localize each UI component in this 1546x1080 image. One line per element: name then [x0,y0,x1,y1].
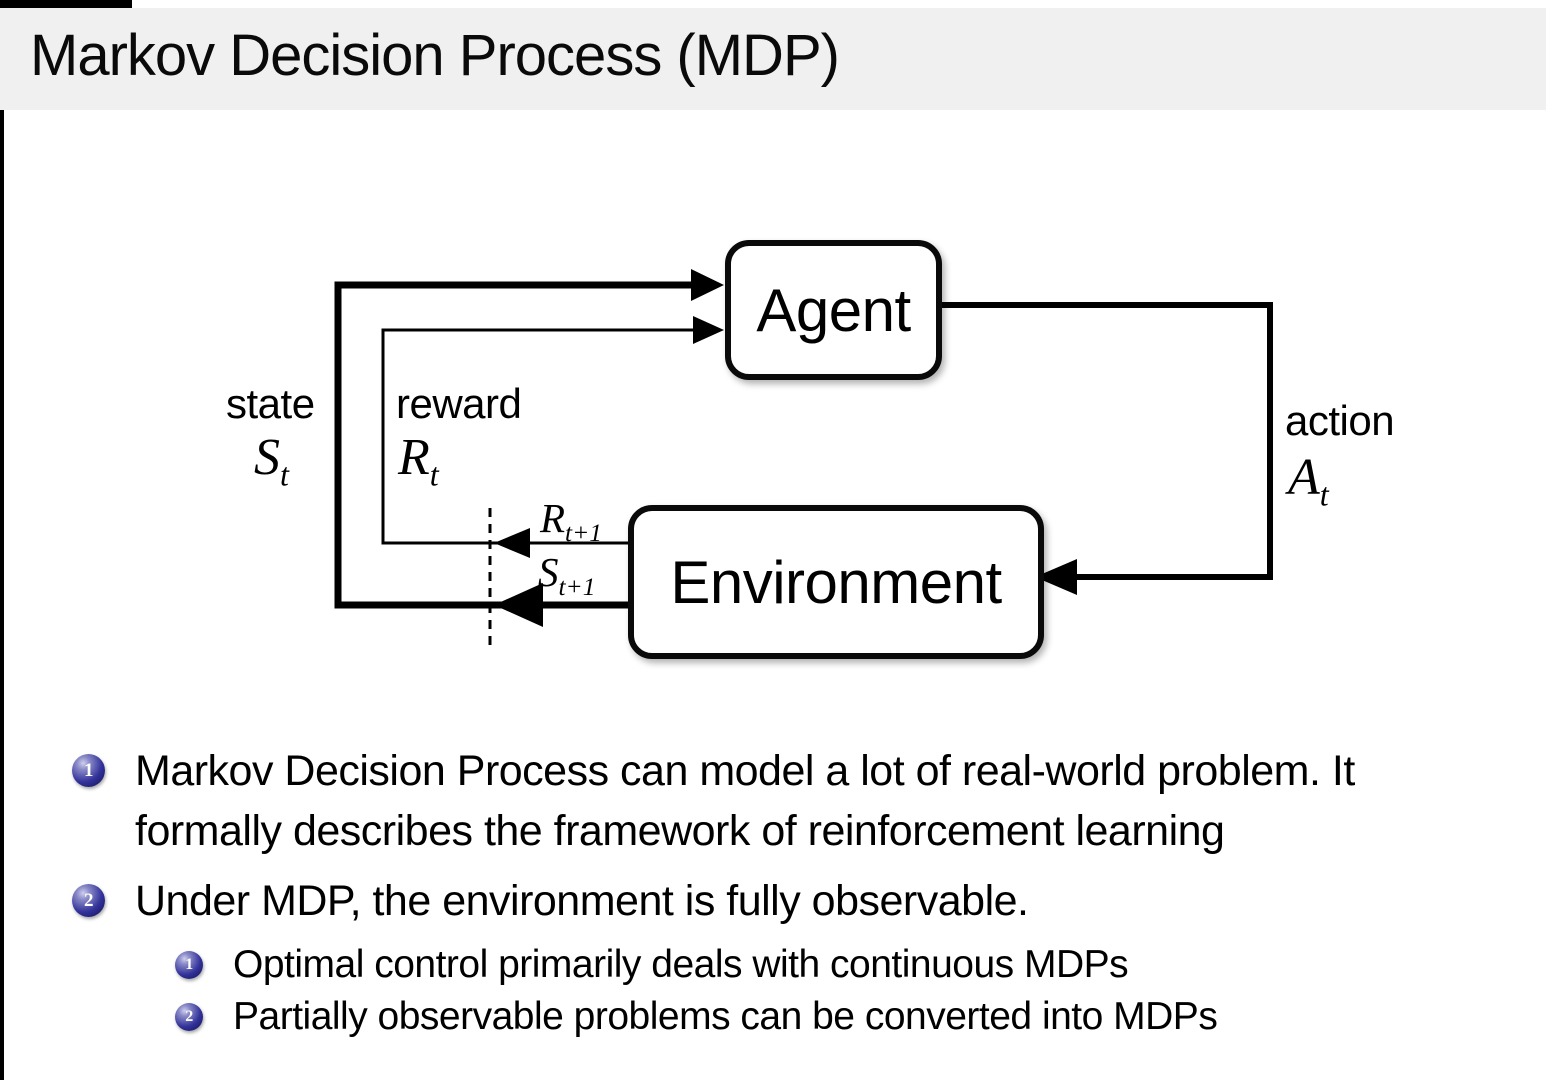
agent-box-label: Agent [756,276,911,344]
state-loop-line [334,281,694,609]
reward-to-agent-arrowhead [693,316,724,344]
enumerate-ball-2: 2 [72,884,105,917]
enumerate-ball-1: 1 [72,754,105,787]
list-item-2-text: Under MDP, the environment is fully obse… [135,877,1029,925]
sub-list-item-1: 1 Optimal control primarily deals with c… [175,939,1512,991]
state-symbol: St [254,429,289,493]
slide-title-bar: Markov Decision Process (MDP) [0,8,1546,110]
reward-symbol: Rt [398,429,439,493]
diagram-lines-canvas [334,269,1273,650]
list-item-1: 1 Markov Decision Process can model a lo… [72,741,1512,861]
sub-enumerate-ball-2: 2 [175,1003,203,1031]
reward-label: reward [396,380,522,427]
environment-box: Environment [628,505,1044,659]
sub-list-item-1-text: Optimal control primarily deals with con… [233,943,1129,986]
state-to-agent-arrowhead [691,269,724,301]
sub-list-item-2-text: Partially observable problems can be con… [233,995,1218,1038]
action-to-environment-arrowhead [1035,559,1077,595]
screen-edge-artifact-top [0,0,132,8]
list-item-1-text: Markov Decision Process can model a lot … [135,747,1355,855]
environment-box-label: Environment [670,548,1002,616]
action-symbol: At [1288,449,1329,513]
next-reward-arrowhead [494,528,530,558]
agent-box: Agent [725,240,942,380]
action-label: action [1285,397,1395,444]
sub-bullet-list: 1 Optimal control primarily deals with c… [175,939,1512,1043]
next-reward-symbol: Rt+1 [540,495,602,548]
sub-enumerate-ball-1: 1 [175,951,203,979]
sub-list-item-2: 2 Partially observable problems can be c… [175,991,1512,1043]
list-item-2: 2 Under MDP, the environment is fully ob… [72,871,1512,931]
state-label: state [226,380,315,427]
bullet-list: 1 Markov Decision Process can model a lo… [72,741,1512,1043]
next-state-arrowhead [494,583,543,627]
page-title: Markov Decision Process (MDP) [30,23,840,88]
next-state-symbol: St+1 [538,549,596,602]
screen-edge-artifact-left [0,0,4,1080]
mdp-agent-environment-diagram: Agent Environment state St reward Rt Rt+… [0,230,1546,700]
action-loop-line [930,302,1273,580]
